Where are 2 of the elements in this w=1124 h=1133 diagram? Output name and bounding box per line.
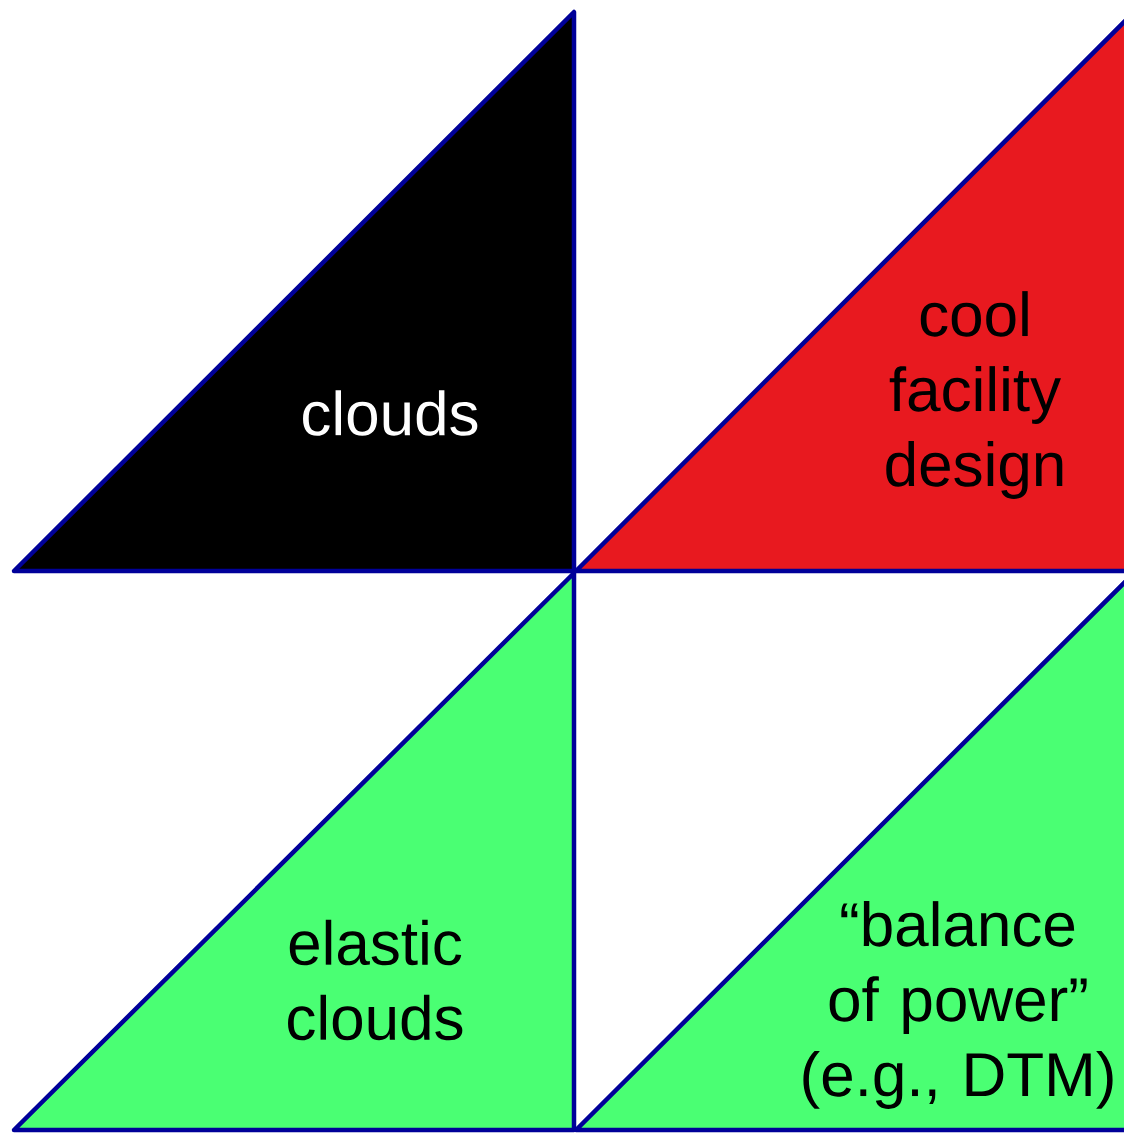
triangle: elastic clouds [11,570,577,1133]
triangle: clouds [11,9,577,574]
